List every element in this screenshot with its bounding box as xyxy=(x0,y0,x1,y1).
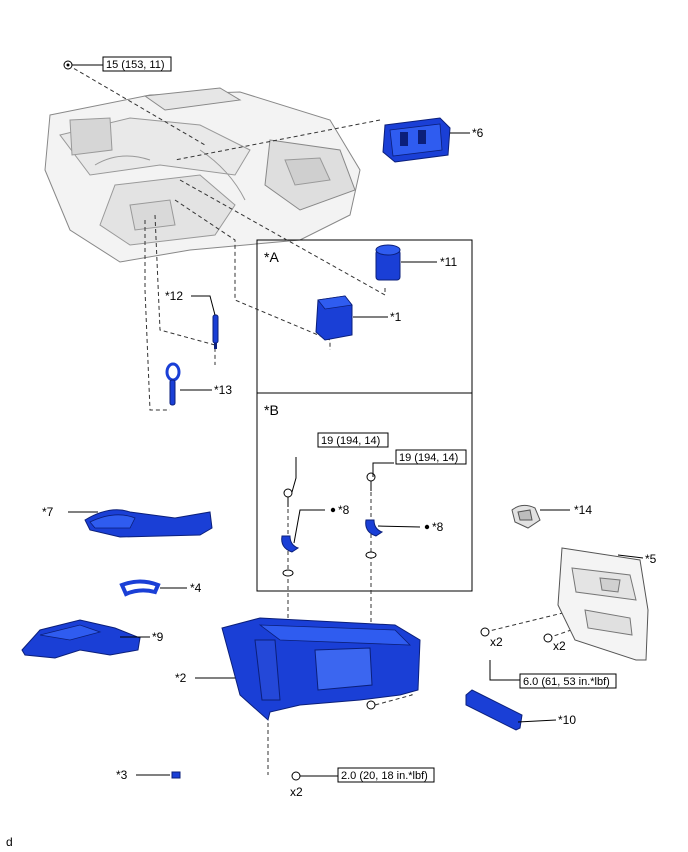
torque-spec-5: 2.0 (20, 18 in.*lbf) xyxy=(337,767,435,783)
section-b-box xyxy=(256,392,473,592)
callout-1: *1 xyxy=(390,310,402,324)
callout-14: *14 xyxy=(574,503,592,517)
torque-spec-1-text: 15 (153, 11) xyxy=(106,59,165,71)
leader-lines xyxy=(68,64,644,777)
torque-spec-3-text: 19 (194, 14) xyxy=(399,452,458,464)
torque-spec-2: 19 (194, 14) xyxy=(317,432,389,448)
torque-spec-2-text: 19 (194, 14) xyxy=(321,435,380,447)
part-2-glove-box xyxy=(221,617,421,721)
callout-7: *7 xyxy=(42,505,54,519)
callout-3: *3 xyxy=(116,768,128,782)
quantity-2: x2 xyxy=(553,639,566,653)
callout-6: *6 xyxy=(472,126,484,140)
callout-12: *12 xyxy=(165,289,183,303)
torque-spec-3: 19 (194, 14) xyxy=(395,449,467,465)
quantity-3: x2 xyxy=(290,785,303,799)
callout-2: *2 xyxy=(175,671,187,685)
part-7-panel xyxy=(84,509,213,538)
callout-10: *10 xyxy=(558,713,576,727)
callout-8b: *8 xyxy=(432,520,444,534)
callout-9: *9 xyxy=(152,630,164,644)
part-12-pin xyxy=(212,314,219,349)
part-10-bar xyxy=(465,689,523,731)
part-4-handle xyxy=(119,579,161,597)
torque-spec-1: 15 (153, 11) xyxy=(102,56,172,72)
torque-spec-4-text: 6.0 (61, 53 in.*lbf) xyxy=(523,676,610,688)
part-3-clip xyxy=(171,771,181,779)
torque-spec-4: 6.0 (61, 53 in.*lbf) xyxy=(519,673,617,689)
part-14-knob xyxy=(511,504,541,529)
part-5-door xyxy=(557,547,649,661)
figure-code: d xyxy=(6,835,13,849)
quantity-1: x2 xyxy=(490,635,503,649)
part-9-cover xyxy=(21,619,141,659)
part-11-cylinder xyxy=(375,244,401,281)
vehicle-interior-illustration xyxy=(44,87,361,263)
part-6-module xyxy=(382,117,451,163)
callout-4: *4 xyxy=(190,581,202,595)
callout-5: *5 xyxy=(645,552,657,566)
section-a-label: *A xyxy=(264,249,279,265)
callout-8a: *8 xyxy=(338,503,350,517)
part-1-block xyxy=(315,295,353,341)
torque-spec-5-text: 2.0 (20, 18 in.*lbf) xyxy=(341,770,428,782)
callout-11: *11 xyxy=(440,255,457,269)
section-b-hardware xyxy=(281,472,430,577)
callout-13: *13 xyxy=(214,383,232,397)
section-b-label: *B xyxy=(264,402,279,418)
part-13-tie xyxy=(165,362,181,406)
